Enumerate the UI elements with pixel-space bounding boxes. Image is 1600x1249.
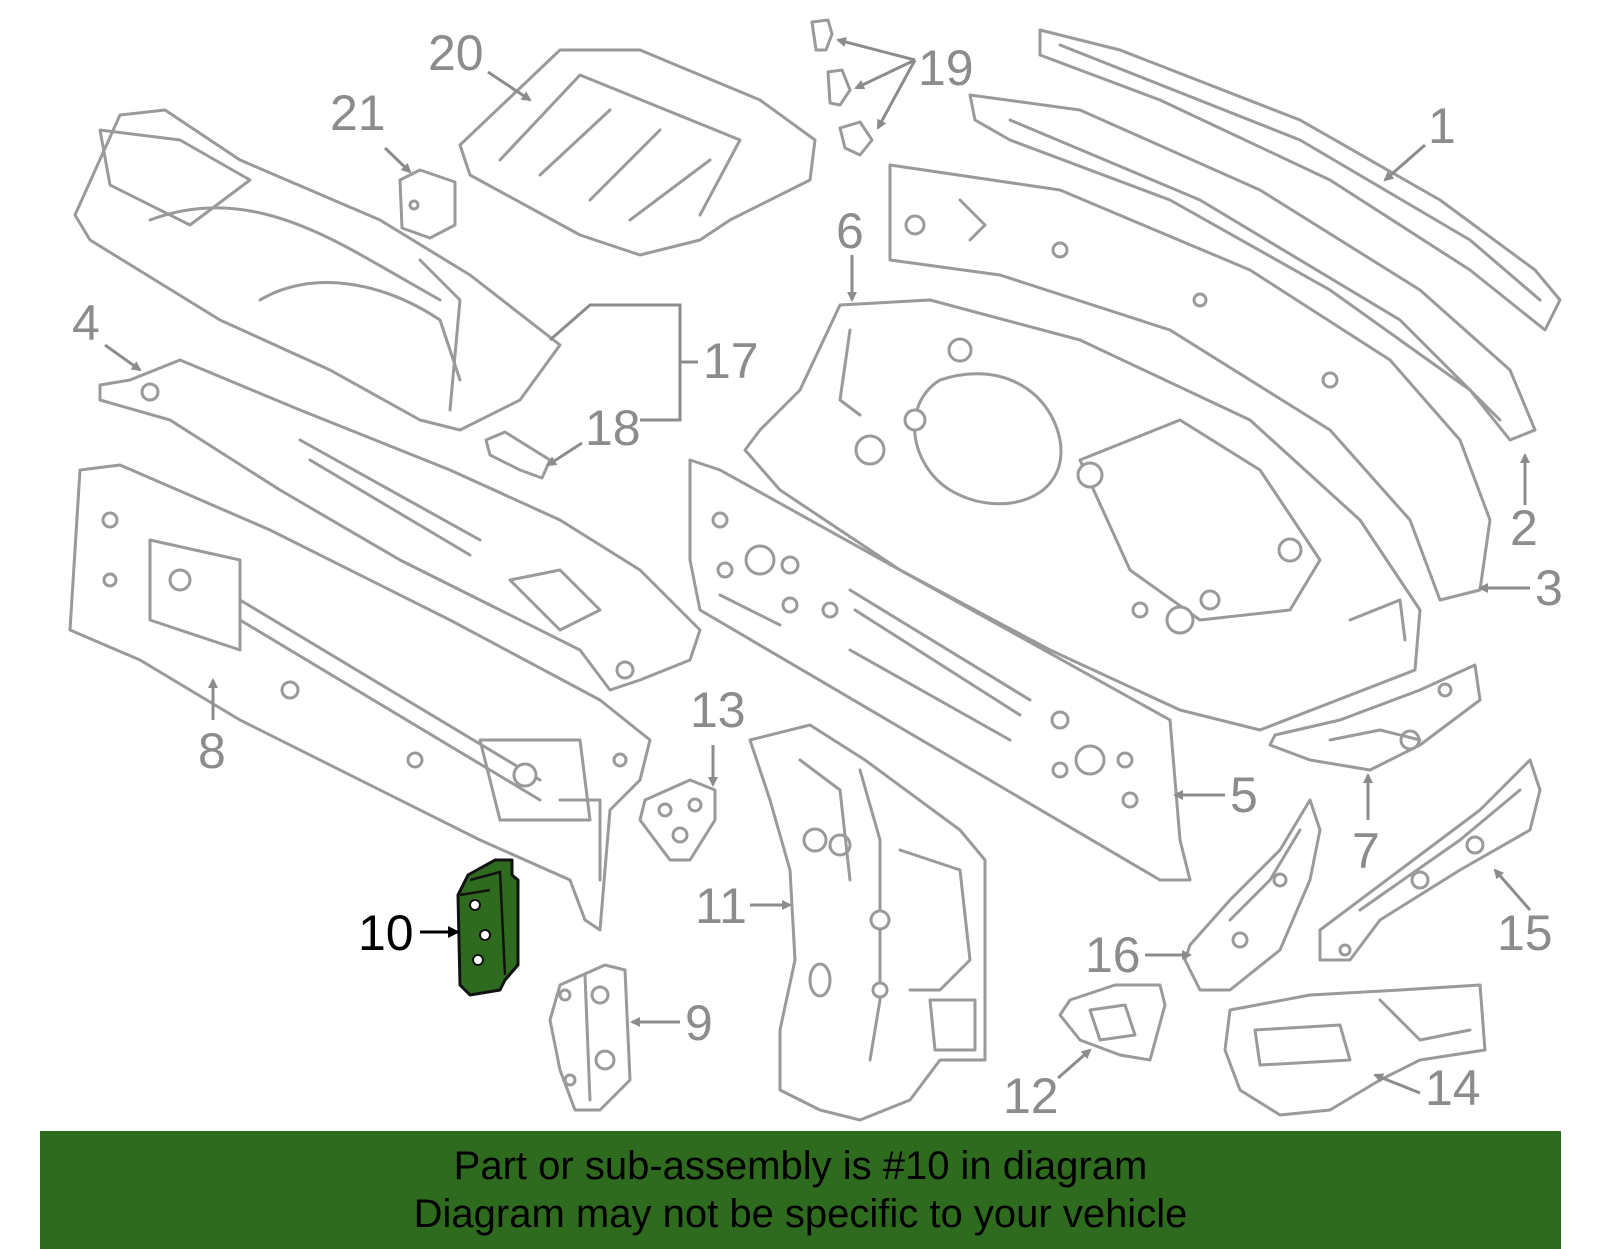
part-6 bbox=[743, 298, 1422, 732]
part-1 bbox=[1038, 28, 1562, 332]
part-21 bbox=[398, 168, 457, 240]
svg-text:7: 7 bbox=[1352, 823, 1380, 879]
callout-8: 8 bbox=[198, 678, 226, 779]
svg-text:18: 18 bbox=[585, 400, 641, 456]
part-16 bbox=[1183, 798, 1322, 992]
part-12 bbox=[1058, 983, 1167, 1062]
part-17 bbox=[73, 108, 562, 432]
callout-19: 19 bbox=[836, 37, 974, 130]
callout-18: 18 bbox=[546, 400, 641, 467]
svg-text:9: 9 bbox=[685, 995, 713, 1051]
callout-10: 10 bbox=[358, 905, 460, 961]
svg-text:13: 13 bbox=[690, 682, 746, 738]
callout-20: 20 bbox=[428, 25, 532, 102]
svg-text:11: 11 bbox=[695, 878, 747, 934]
svg-text:12: 12 bbox=[1003, 1068, 1059, 1124]
callout-13: 13 bbox=[690, 682, 746, 787]
callout-1: 1 bbox=[1383, 98, 1456, 182]
svg-text:4: 4 bbox=[72, 295, 100, 351]
callout-3: 3 bbox=[1478, 560, 1563, 616]
part-13 bbox=[638, 778, 717, 862]
svg-text:1: 1 bbox=[1428, 98, 1456, 154]
callout-7: 7 bbox=[1352, 773, 1380, 879]
svg-text:6: 6 bbox=[836, 203, 864, 259]
part-11 bbox=[748, 723, 987, 1122]
callout-12: 12 bbox=[1003, 1048, 1092, 1124]
part-4 bbox=[98, 358, 702, 692]
callout-2: 2 bbox=[1510, 453, 1538, 556]
callout-4: 4 bbox=[72, 295, 142, 372]
svg-text:20: 20 bbox=[428, 25, 484, 81]
svg-text:15: 15 bbox=[1497, 905, 1553, 961]
svg-text:21: 21 bbox=[330, 85, 386, 141]
part-3 bbox=[888, 163, 1492, 602]
svg-text:17: 17 bbox=[703, 333, 759, 389]
banner-line-1: Part or sub-assembly is #10 in diagram bbox=[453, 1144, 1148, 1188]
svg-text:14: 14 bbox=[1425, 1060, 1481, 1116]
callout-14: 14 bbox=[1373, 1060, 1481, 1116]
callout-10-label: 10 bbox=[358, 905, 414, 961]
svg-text:3: 3 bbox=[1535, 560, 1563, 616]
part-14 bbox=[1223, 983, 1487, 1117]
svg-text:16: 16 bbox=[1085, 927, 1141, 983]
callout-9: 9 bbox=[630, 995, 713, 1051]
part-5 bbox=[688, 458, 1192, 882]
callout-5: 5 bbox=[1173, 767, 1258, 823]
callout-16: 16 bbox=[1085, 927, 1192, 983]
part-19 bbox=[810, 18, 874, 157]
svg-text:8: 8 bbox=[198, 723, 226, 779]
part-2 bbox=[968, 93, 1537, 442]
part-8 bbox=[68, 463, 652, 932]
callout-17: 17 bbox=[549, 303, 759, 422]
svg-text:5: 5 bbox=[1230, 767, 1258, 823]
info-banner: Part or sub-assembly is #10 in diagram D… bbox=[40, 1131, 1561, 1249]
callout-15: 15 bbox=[1493, 868, 1553, 961]
callout-6: 6 bbox=[836, 203, 864, 302]
part-18 bbox=[484, 430, 552, 480]
part-9 bbox=[548, 963, 632, 1112]
banner-line-2: Diagram may not be specific to your vehi… bbox=[413, 1192, 1188, 1236]
part-7 bbox=[1268, 663, 1482, 772]
svg-text:19: 19 bbox=[918, 40, 974, 96]
callout-21: 21 bbox=[330, 85, 412, 174]
svg-text:2: 2 bbox=[1510, 500, 1538, 556]
part-15 bbox=[1318, 758, 1542, 962]
part-20 bbox=[458, 48, 817, 257]
callout-11: 11 bbox=[695, 878, 792, 934]
part-10-highlighted bbox=[456, 858, 520, 997]
